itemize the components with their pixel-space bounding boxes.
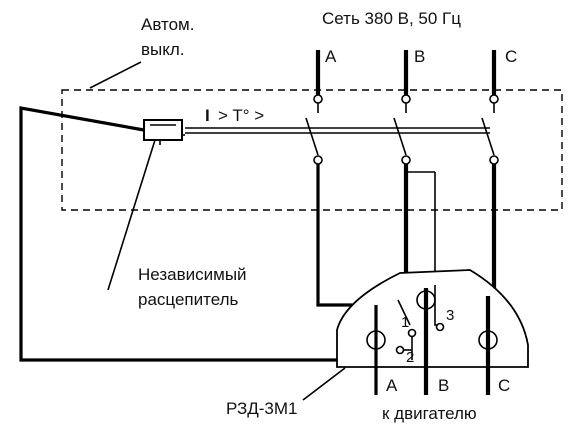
trip-condition-i: I <box>205 106 210 125</box>
relay-terminal-3 <box>435 322 445 332</box>
terminal-c-top <box>489 94 499 104</box>
rzd-device-housing <box>336 269 529 368</box>
phase-c-bottom-label: C <box>498 376 510 395</box>
phase-c-top-label: C <box>505 47 517 66</box>
phase-a-bottom-label: A <box>386 376 398 395</box>
terminal-a-bottom <box>313 155 323 165</box>
relay-contact-blade <box>397 299 411 326</box>
terminal-b-bottom <box>401 155 411 165</box>
switch-blade-a2 <box>305 117 319 156</box>
shunt-release-coil <box>143 119 183 141</box>
shunt-release-label-line1: Независимый <box>138 265 247 284</box>
breaker-enclosure <box>61 89 563 211</box>
contact-number-3: 3 <box>446 307 454 324</box>
device-label-leader <box>302 367 346 401</box>
device-label: РЗД-3М1 <box>226 399 297 418</box>
breaker-label-line1: Автом. <box>141 15 194 34</box>
switch-blade-b2 <box>393 117 407 156</box>
contact-number-2: 2 <box>406 349 414 366</box>
control-wire-left <box>19 106 352 362</box>
breaker-label-line2: выкл. <box>141 40 185 59</box>
switch-blade-c2 <box>481 117 495 156</box>
contact-number-1: 1 <box>401 314 409 331</box>
phase-b-top-label: B <box>414 47 425 66</box>
terminal-a-top <box>313 94 323 104</box>
shunt-release-label-line2: расцепитель <box>138 290 239 309</box>
terminal-b-top <box>401 94 411 104</box>
terminal-c-bottom <box>489 155 499 165</box>
trip-condition-label: > T° > <box>218 106 264 125</box>
shunt-release-leader <box>107 139 156 291</box>
phase-a-down <box>316 164 356 307</box>
phase-b-bottom-label: B <box>438 376 449 395</box>
phase-a-top-label: A <box>325 47 337 66</box>
relay-terminal-2 <box>395 345 405 355</box>
relay-terminal-1 <box>407 328 417 338</box>
breaker-label-leader <box>89 61 142 89</box>
to-motor-label: к двигателю <box>382 404 477 423</box>
network-label: Сеть 380 В, 50 Гц <box>322 9 461 28</box>
